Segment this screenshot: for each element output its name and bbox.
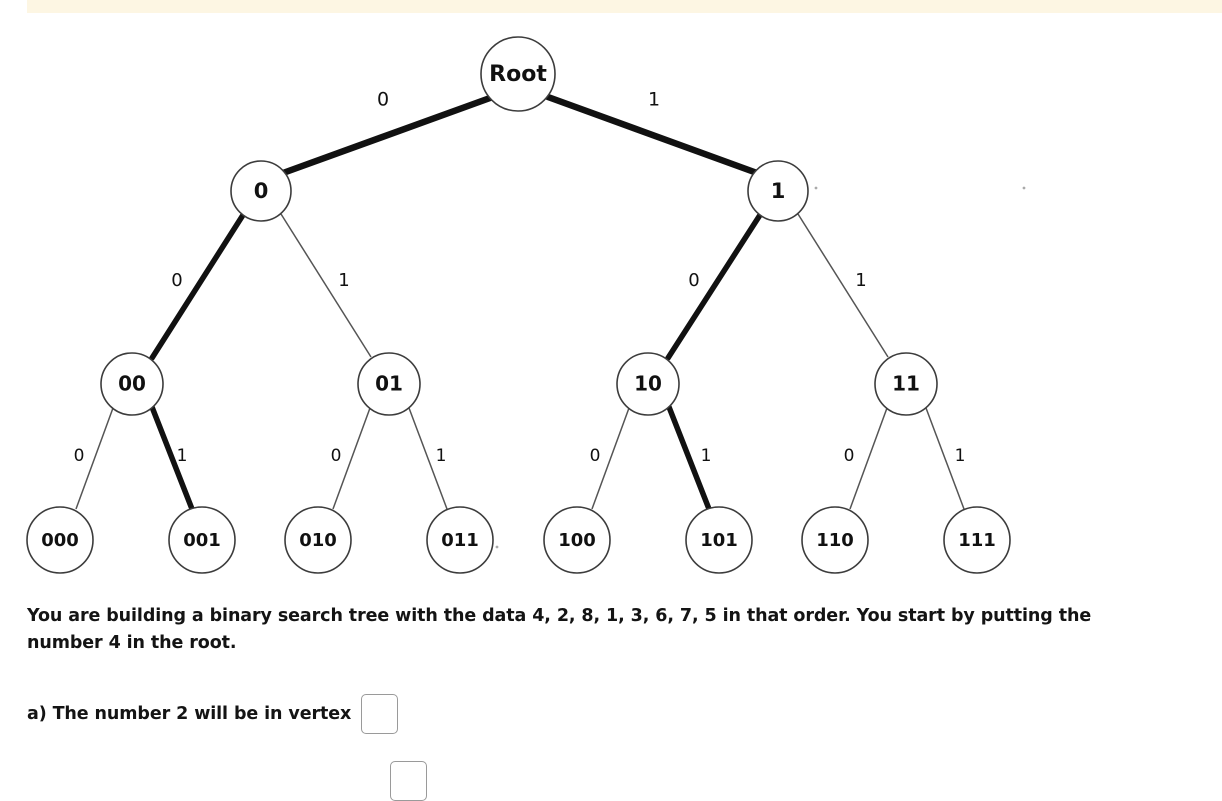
- node-101: 101: [685, 506, 753, 574]
- edge-label-0-00: 0: [171, 270, 182, 291]
- node-label-1: 1: [771, 179, 786, 203]
- binary-tree-diagram: 0 1 0 1 0 1 0 1 0 1 0 1 0 1 Root 0: [0, 13, 1222, 588]
- node-label-root: Root: [489, 62, 547, 87]
- node-111: 111: [943, 506, 1011, 574]
- node-label-00: 00: [118, 372, 146, 396]
- edge-11-110: [849, 407, 888, 510]
- edge-label-0-01: 1: [338, 270, 349, 291]
- edge-label-10-101: 1: [701, 446, 712, 466]
- edge-label-1-11: 1: [855, 270, 866, 291]
- speck-icon: [1022, 186, 1026, 190]
- edge-labels: 0 1 0 1 0 1 0 1 0 1 0 1 0 1: [74, 89, 966, 467]
- node-110: 110: [801, 506, 869, 574]
- node-label-101: 101: [700, 530, 738, 551]
- node-root: Root: [480, 36, 556, 112]
- node-11: 11: [874, 352, 938, 416]
- node-011: 011: [426, 506, 494, 574]
- edge-label-01-011: 1: [436, 446, 447, 466]
- question-a-row: a) The number 2 will be in vertex: [27, 694, 399, 734]
- edge-00-000: [75, 407, 114, 510]
- node-label-001: 001: [183, 530, 221, 551]
- edge-11-111: [925, 407, 965, 510]
- top-banner: [27, 0, 1222, 13]
- edge-label-10-100: 0: [590, 446, 601, 466]
- node-label-11: 11: [892, 372, 920, 396]
- node-label-01: 01: [375, 372, 403, 396]
- edge-label-00-001: 1: [177, 446, 188, 466]
- node-1: 1: [747, 160, 809, 222]
- edge-label-01-010: 0: [331, 446, 342, 466]
- node-00: 00: [100, 352, 164, 416]
- tree-edges: [75, 93, 965, 512]
- edge-0-01: [280, 213, 372, 358]
- node-100: 100: [543, 506, 611, 574]
- edge-10-100: [591, 407, 630, 510]
- edge-label-00-000: 0: [74, 446, 85, 466]
- edge-01-011: [408, 407, 448, 510]
- node-label-100: 100: [558, 530, 596, 551]
- edge-label-1-10: 0: [688, 270, 699, 291]
- node-label-10: 10: [634, 372, 662, 396]
- edge-1-11: [797, 213, 889, 358]
- edge-label-root-0: 0: [377, 89, 389, 111]
- edge-1-10: [665, 212, 763, 361]
- problem-statement: You are building a binary search tree wi…: [27, 606, 1092, 653]
- edge-label-root-1: 1: [648, 89, 660, 111]
- node-010: 010: [284, 506, 352, 574]
- tree-nodes: Root 0 1 00 01 10: [26, 36, 1011, 574]
- edge-10-101: [666, 404, 712, 512]
- node-label-010: 010: [299, 530, 337, 551]
- edge-label-11-110: 0: [844, 446, 855, 466]
- answer-b-input[interactable]: [390, 761, 427, 801]
- speck-icon: [495, 545, 499, 549]
- node-01: 01: [357, 352, 421, 416]
- edge-label-11-111: 1: [955, 446, 966, 466]
- edge-0-00: [149, 212, 246, 361]
- node-0: 0: [230, 160, 292, 222]
- node-001: 001: [168, 506, 236, 574]
- question-a-label: a) The number 2 will be in vertex: [27, 704, 352, 724]
- node-label-111: 111: [958, 530, 996, 551]
- node-label-011: 011: [441, 530, 479, 551]
- edge-root-1: [544, 93, 761, 177]
- edge-00-001: [149, 404, 195, 512]
- node-000: 000: [26, 506, 94, 574]
- node-10: 10: [616, 352, 680, 416]
- node-label-000: 000: [41, 530, 79, 551]
- scan-specks: [495, 186, 1026, 549]
- speck-icon: [814, 186, 818, 190]
- node-label-110: 110: [816, 530, 854, 551]
- node-label-0: 0: [254, 179, 269, 203]
- edge-01-010: [332, 407, 371, 510]
- answer-a-input[interactable]: [361, 694, 399, 734]
- edge-root-0: [279, 94, 494, 177]
